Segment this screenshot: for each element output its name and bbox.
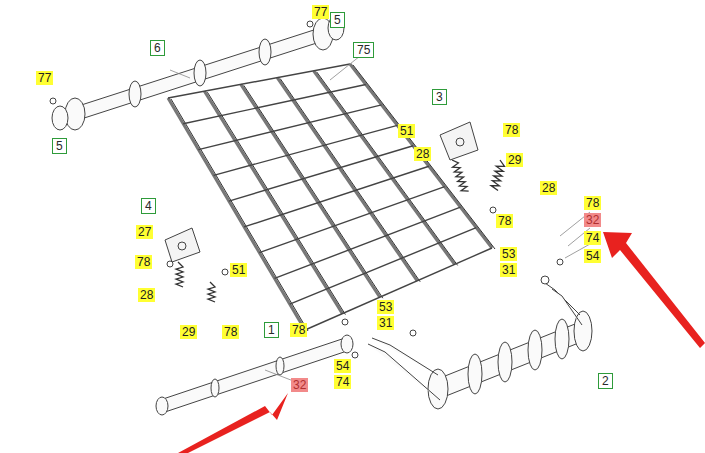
grid-line <box>350 64 492 248</box>
callout-number: 75 <box>353 42 374 58</box>
callout-number: 1 <box>264 322 279 338</box>
callout-number: 78 <box>496 214 513 228</box>
callout-number: 78 <box>584 196 601 210</box>
grid-line <box>244 166 429 227</box>
grid-line <box>244 85 383 298</box>
grid-line <box>207 92 345 314</box>
grid-line <box>259 187 444 253</box>
callout-number: 32 <box>291 378 308 392</box>
callout-number: 78 <box>222 325 239 339</box>
callout-number: 51 <box>398 124 415 138</box>
grid-line <box>171 99 308 331</box>
callout-number: 51 <box>230 263 247 277</box>
callout-number: 5 <box>330 12 345 28</box>
callout-number: 53 <box>377 300 394 314</box>
callout-number: 29 <box>180 325 197 339</box>
grid-line <box>314 71 455 265</box>
callout-number: 78 <box>135 255 152 269</box>
callout-number: 78 <box>503 123 520 137</box>
grid-line <box>214 125 398 175</box>
callout-number: 28 <box>414 147 431 161</box>
callout-number: 27 <box>136 225 153 239</box>
grid-line <box>198 105 381 150</box>
callout-number: 29 <box>506 153 523 167</box>
grid-line <box>290 228 476 305</box>
callout-number: 74 <box>334 375 351 389</box>
callout-number: 4 <box>141 198 156 214</box>
callout-number: 53 <box>500 247 517 261</box>
callout-number: 31 <box>500 263 517 277</box>
callout-number: 78 <box>290 323 307 337</box>
callout-number: 6 <box>150 40 165 56</box>
grid-line <box>280 79 420 282</box>
callout-number: 54 <box>334 359 351 373</box>
callout-number: 5 <box>52 138 67 154</box>
callout-number: 3 <box>432 89 447 105</box>
grid-line <box>305 248 492 330</box>
grid-line <box>275 207 461 278</box>
callout-number: 31 <box>377 316 394 330</box>
callout-number: 74 <box>584 231 601 245</box>
callout-number: 28 <box>540 181 557 195</box>
grid-line <box>183 84 366 123</box>
grid-line <box>229 146 413 201</box>
callout-number: 28 <box>138 288 155 302</box>
callout-number: 77 <box>312 5 329 19</box>
callout-number: 32 <box>584 213 601 227</box>
grid-line <box>204 91 342 313</box>
callout-number: 54 <box>584 249 601 263</box>
callout-number: 2 <box>598 373 613 389</box>
callout-number: 77 <box>36 71 53 85</box>
